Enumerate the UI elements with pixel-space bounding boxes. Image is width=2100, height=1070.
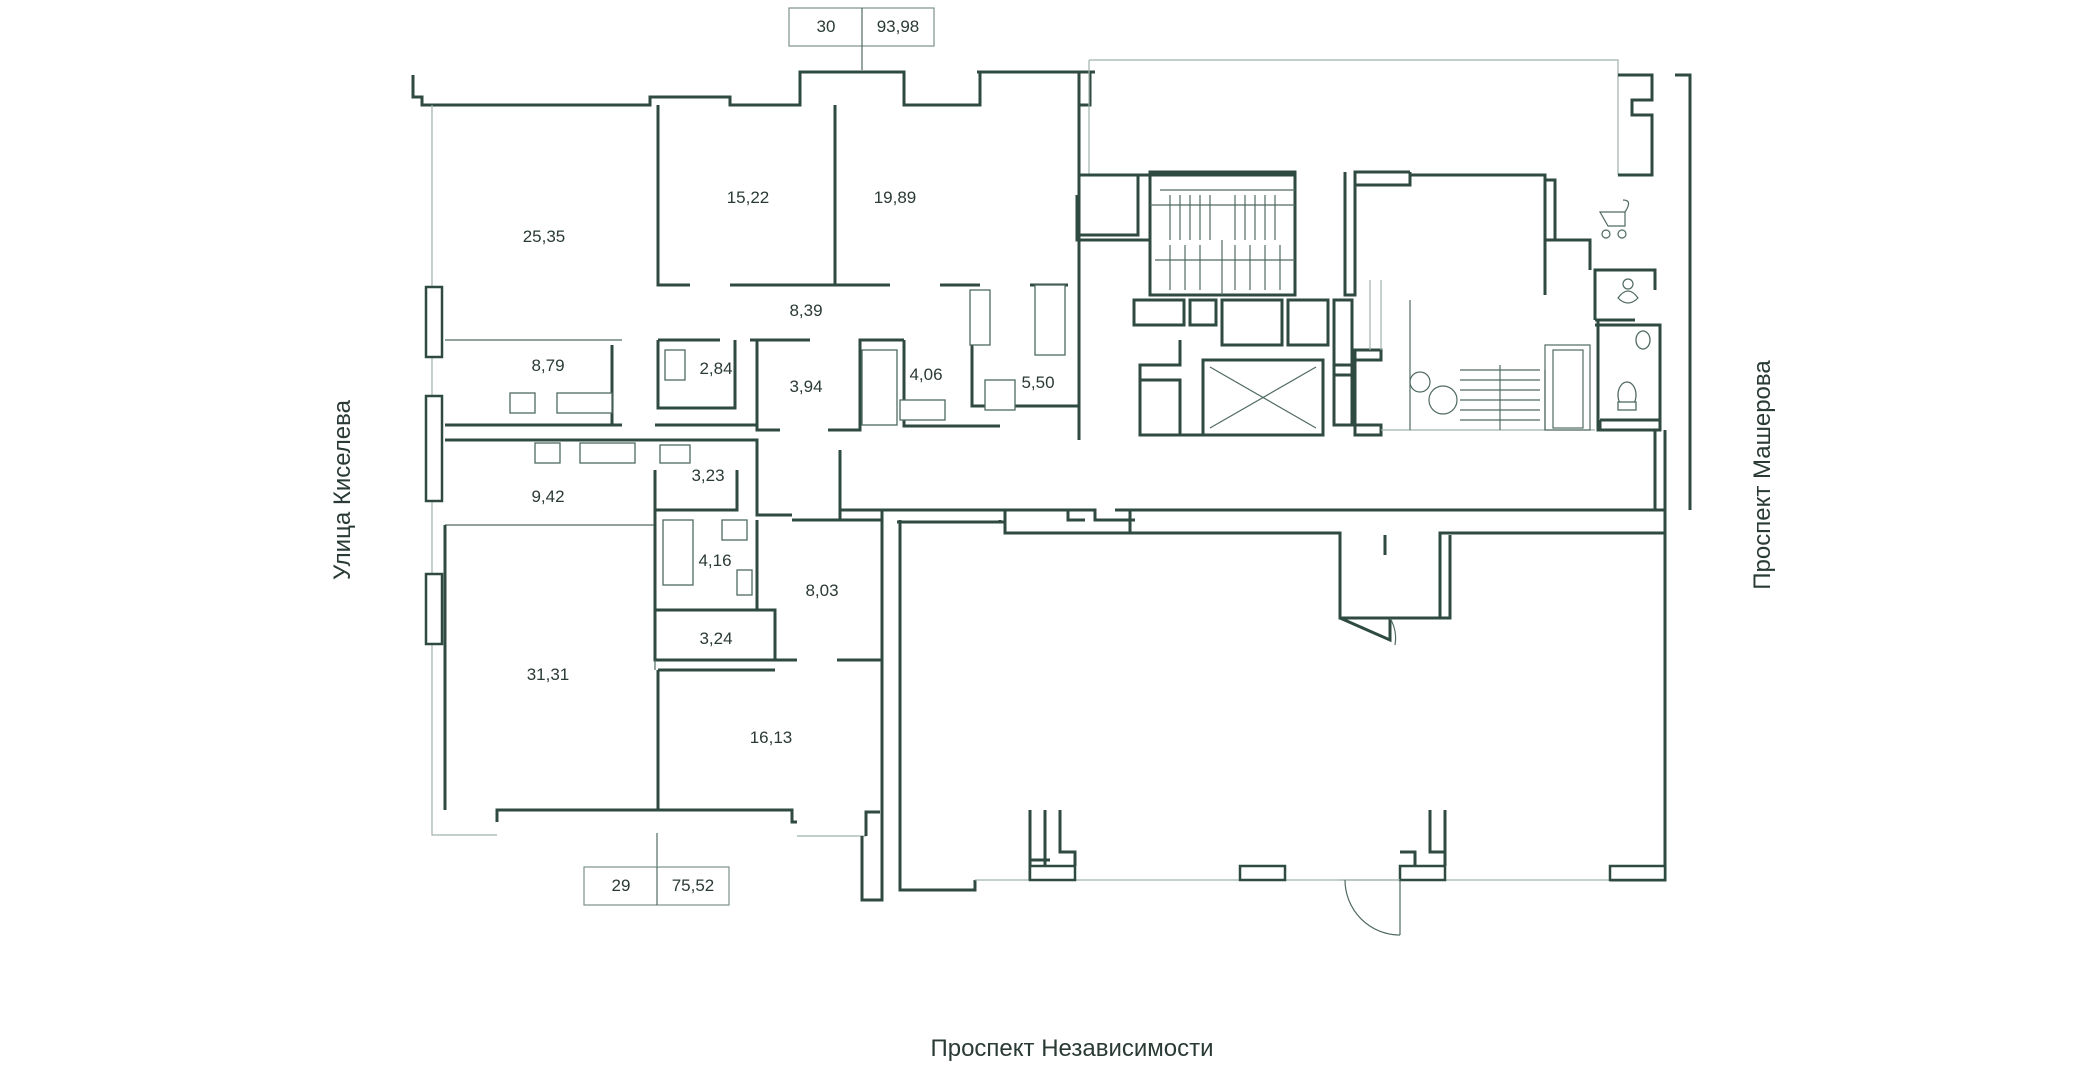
room-area-label: 4,06 — [909, 365, 942, 384]
room-area-label: 2,84 — [699, 359, 732, 378]
commercial-space — [880, 510, 1667, 936]
room-area-label: 4,16 — [698, 551, 731, 570]
apartment-30-area: 93,98 — [877, 17, 920, 36]
room-area-label: 15,22 — [727, 188, 770, 207]
street-bottom-label: Проспект Независимости — [930, 1035, 1213, 1062]
room-area-label: 25,35 — [523, 227, 566, 246]
apartment-30-number: 30 — [817, 17, 836, 36]
apartment-29-area: 75,52 — [672, 876, 715, 895]
apartment-29-tag[interactable]: 29 75,52 — [583, 833, 730, 906]
fixtures — [509, 284, 1066, 596]
room-area-label: 3,24 — [699, 629, 732, 648]
room-labels: 25,35 15,22 19,89 8,39 8,79 2,84 3,94 4,… — [523, 188, 1055, 747]
room-area-label: 31,31 — [527, 665, 570, 684]
room-area-label: 8,39 — [789, 301, 822, 320]
building-walls — [411, 70, 1665, 902]
room-area-label: 9,42 — [531, 487, 564, 506]
room-area-label: 3,23 — [691, 466, 724, 485]
street-left-label: Улица Киселева — [329, 399, 356, 580]
apartment-29-number: 29 — [612, 876, 631, 895]
stroller-icon — [1598, 199, 1630, 239]
room-area-label: 8,03 — [805, 581, 838, 600]
stair-core — [1075, 59, 1692, 512]
room-area-label: 8,79 — [531, 356, 564, 375]
street-right-label: Проспект Машерова — [1749, 360, 1776, 590]
room-area-label: 19,89 — [874, 188, 917, 207]
apartment-30-tag[interactable]: 30 93,98 — [788, 7, 935, 70]
room-area-label: 5,50 — [1021, 373, 1054, 392]
baby-icon — [1617, 278, 1639, 304]
room-area-label: 3,94 — [789, 377, 822, 396]
toilet-icon — [1617, 381, 1637, 411]
room-area-label: 16,13 — [750, 728, 793, 747]
